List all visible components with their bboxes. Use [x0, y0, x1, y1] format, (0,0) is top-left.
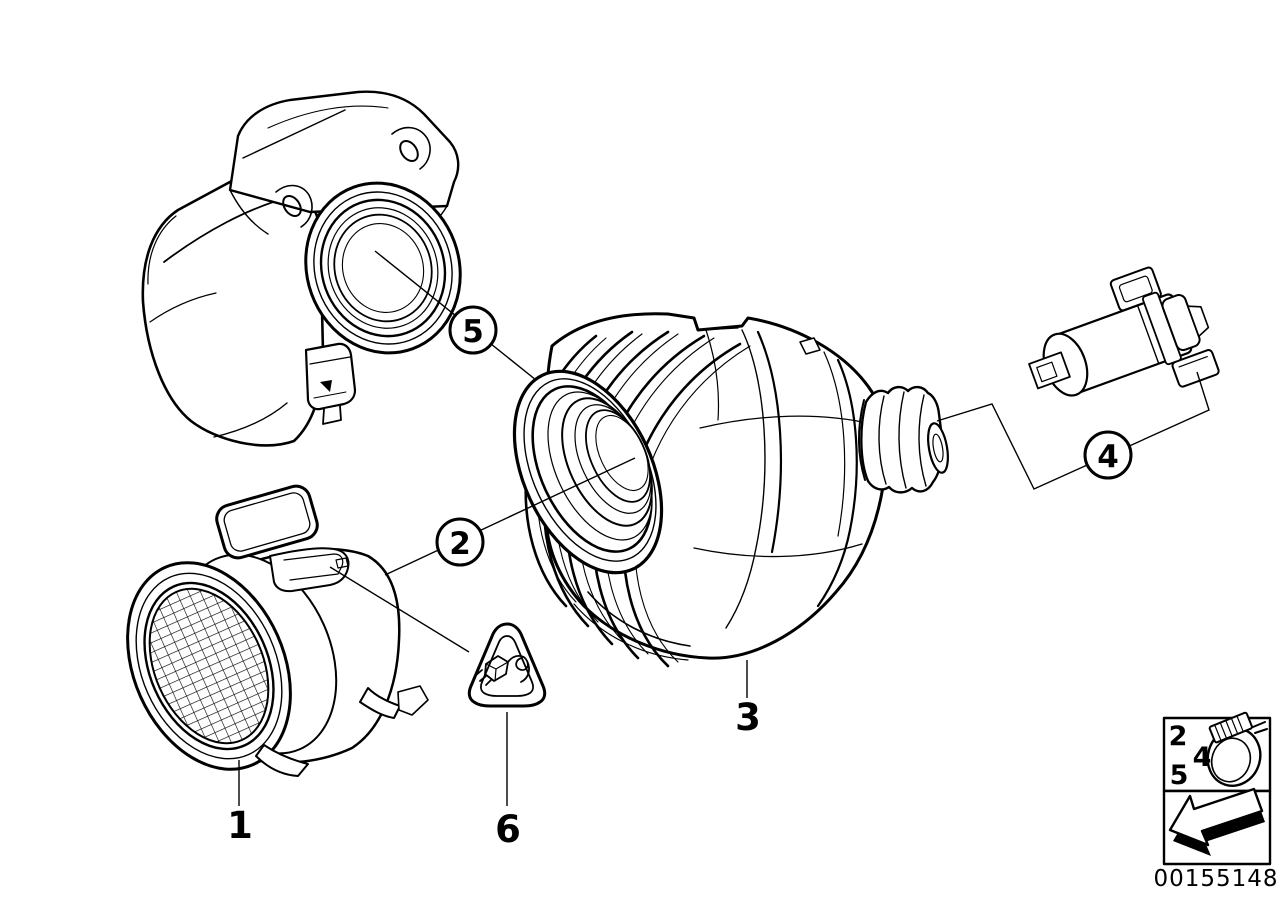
warning-triangle-plug-icon [467, 622, 547, 708]
doc-number: 00155148 [1153, 866, 1278, 892]
callout-label-3[interactable]: 3 [735, 696, 761, 739]
callout-label-6[interactable]: 6 [495, 808, 521, 851]
callout-5[interactable]: 5 [448, 305, 498, 355]
plug-glyph [474, 654, 530, 686]
legend-clamp-box: 2 5 4 [1162, 711, 1272, 793]
leader-6a [329, 566, 470, 653]
callout-circle-2[interactable] [435, 517, 485, 567]
leader-lines [238, 250, 1210, 806]
maf-sensor-drawing [126, 484, 429, 777]
callout-label-5[interactable]: 5 [462, 314, 484, 350]
callout-label-2[interactable]: 2 [449, 526, 471, 562]
callout-circle-4[interactable] [1083, 430, 1133, 480]
callout-circle-5[interactable] [448, 305, 498, 355]
callout-label-1[interactable]: 1 [227, 804, 253, 847]
throttle-body-drawing [141, 90, 462, 447]
leader-4 [936, 371, 1210, 490]
legend-ref-4: 4 [1193, 742, 1212, 773]
aux-sensor-drawing [1028, 266, 1220, 397]
callout-2[interactable]: 2 [435, 517, 485, 567]
legend-ref-2: 2 [1169, 721, 1188, 752]
leader-2 [384, 457, 636, 576]
installation-direction-arrow-icon [1168, 787, 1265, 856]
legend-ref-5: 5 [1170, 760, 1189, 791]
legend-direction-box [1162, 787, 1272, 866]
hose-clamp-icon [1206, 711, 1268, 787]
callout-label-4[interactable]: 4 [1097, 439, 1119, 475]
intake-boot-drawing [512, 312, 949, 668]
callout-4[interactable]: 4 [1083, 430, 1133, 480]
